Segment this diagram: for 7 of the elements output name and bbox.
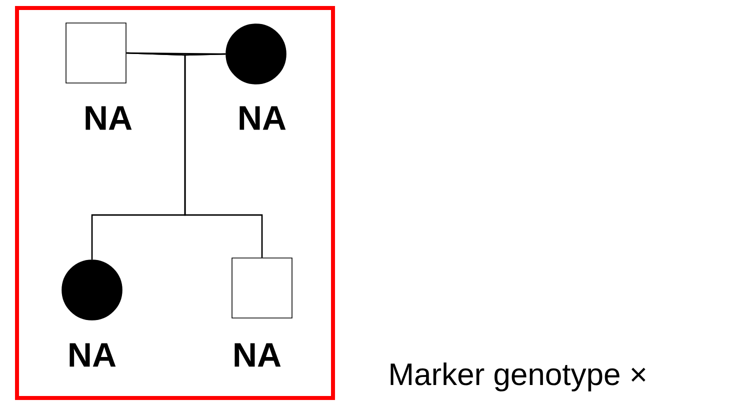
- marker-label: Marker genotype ×: [390, 362, 646, 392]
- genotype-label: NA: [234, 343, 281, 367]
- genotype-label: NA: [70, 343, 116, 367]
- genotype-label: NA: [240, 106, 286, 130]
- pedigree-line: [184, 53, 263, 258]
- frame-box: [15, 6, 335, 400]
- genotype-label: NA: [86, 106, 132, 130]
